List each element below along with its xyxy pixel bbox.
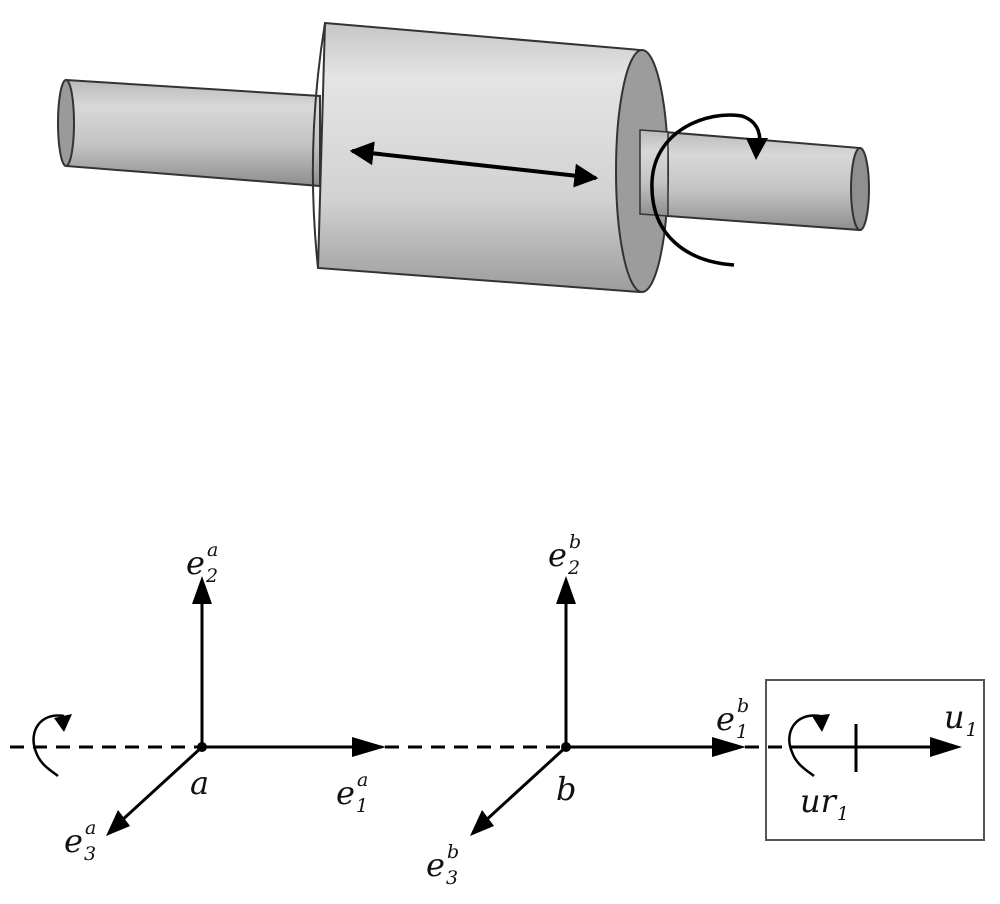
label-e2b: e2b [548,531,581,579]
label-e1b: e1b [716,695,749,743]
sleeve-cylinder [313,23,668,292]
node-a-point [197,742,207,752]
label-ur1: ur1 [800,782,849,825]
node-b-frame [470,576,746,836]
shaft-illustration [58,23,869,292]
label-u1: u1 [944,698,978,741]
node-b-point [561,742,571,752]
rotation-symbol-left [34,714,72,776]
label-point-b: b [556,770,576,808]
left-shaft [58,80,320,186]
label-e3a: e3a [64,817,96,865]
label-e3b: e3b [426,841,459,889]
beam-schematic: e2a e2b e1a e1b e3a e3b a b u1 ur1 [10,531,984,889]
label-e1a: e1a [336,769,368,817]
label-point-a: a [190,764,209,802]
label-e2a: e2a [186,539,218,587]
